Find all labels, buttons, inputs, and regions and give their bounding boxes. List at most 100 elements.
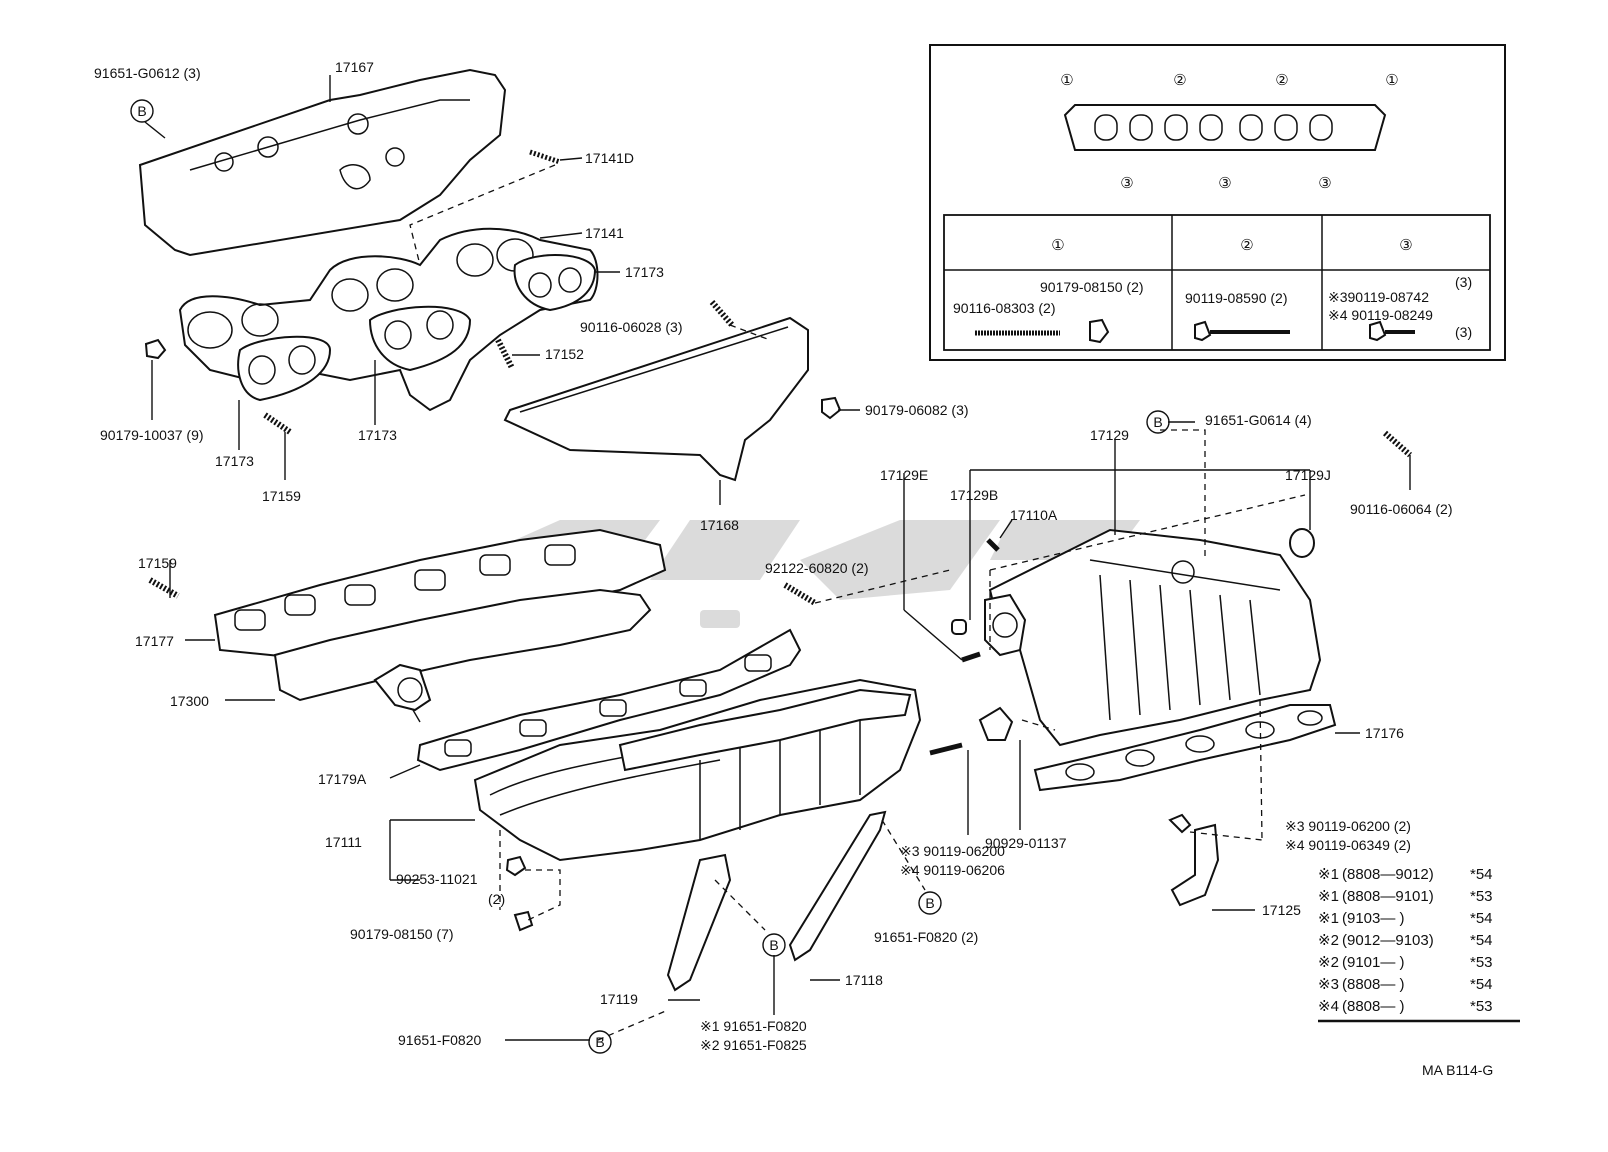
- circle-b-3: B: [925, 895, 934, 911]
- app-row-6-note: ※3: [1318, 976, 1339, 993]
- label-17173-c: 17173: [215, 453, 254, 469]
- app-row-7-code: *53: [1470, 998, 1493, 1015]
- app-row-5-range: (9101— ): [1342, 954, 1405, 971]
- label-n4-90119-06206: ※4 90119-06206: [900, 862, 1005, 878]
- inset-header-1: ①: [1051, 237, 1064, 254]
- circle-b-2: B: [1153, 414, 1162, 430]
- inset-marker-top-1: ①: [1060, 72, 1073, 89]
- label-90929-01137: 90929-01137: [985, 835, 1067, 851]
- dashed-lines: [409, 164, 1306, 1041]
- nut-90253-11021: [505, 855, 527, 877]
- label-90116-06064: 90116-06064 (2): [1350, 501, 1452, 517]
- nut-90179-06082: [821, 396, 842, 420]
- label-17167: 17167: [335, 59, 374, 75]
- app-row-7-note: ※4: [1318, 998, 1339, 1015]
- label-17177: 17177: [135, 633, 174, 649]
- inset-col2-a: 90119-08590 (2): [1185, 290, 1287, 306]
- inset-col1-b: 90116-08303 (2): [953, 300, 1055, 316]
- label-91651-F0820-2: 91651-F0820 (2): [874, 929, 978, 945]
- label-n1-91651-F0820: ※1 91651-F0820: [700, 1018, 807, 1034]
- circle-b-1: B: [137, 103, 146, 119]
- inset-col3-qty-top: (3): [1455, 274, 1472, 290]
- label-90116-06028: 90116-06028 (3): [580, 319, 682, 335]
- diagram-code: MA B114-G: [1422, 1062, 1493, 1078]
- label-n3-90119-06200-2: ※3 90119-06200 (2): [1285, 818, 1411, 834]
- inset-marker-bottom-2: ③: [1218, 175, 1231, 192]
- label-n3-90119-06200: ※3 90119-06200: [900, 843, 1005, 859]
- intake-lower-17300: [273, 588, 652, 723]
- bolt-17129E: [961, 651, 981, 663]
- nut-90179-08150: [513, 910, 534, 932]
- bracket-17125: [1170, 823, 1220, 907]
- app-row-5-note: ※2: [1318, 954, 1339, 971]
- inset-col3-b: ※4 90119-08249: [1328, 307, 1433, 323]
- bolt-90119-06200-bracket: [1168, 813, 1192, 834]
- inset-marker-top-2: ②: [1173, 72, 1186, 89]
- circle-b-4: B: [769, 937, 778, 953]
- label-90179-06082: 90179-06082 (3): [865, 402, 969, 418]
- label-17159-b: 17159: [138, 555, 177, 571]
- app-row-4-code: *54: [1470, 932, 1493, 949]
- app-row-2-note: ※1: [1318, 888, 1339, 905]
- app-row-3-note: ※1: [1318, 910, 1339, 927]
- inset-marker-top-4: ①: [1385, 72, 1398, 89]
- app-row-1-range: (8808—9012): [1342, 866, 1434, 883]
- stud-17159-upper: [263, 412, 292, 435]
- inset-col1-a: 90179-08150 (2): [1040, 279, 1144, 295]
- label-n4-90119-06349-2: ※4 90119-06349 (2): [1285, 837, 1411, 853]
- app-row-6-range: (8808— ): [1342, 976, 1405, 993]
- circle-b-markers: [130, 99, 1170, 1054]
- label-90253-11021: 90253-11021: [396, 871, 478, 887]
- label-17152: 17152: [545, 346, 584, 362]
- gasket-17179A: [416, 628, 802, 772]
- app-row-2-range: (8808—9101): [1342, 888, 1434, 905]
- app-row-2-code: *53: [1470, 888, 1493, 905]
- intake-manifold-17111: [473, 678, 922, 862]
- app-row-6-code: *54: [1470, 976, 1493, 993]
- nut-90179-10037: [144, 338, 167, 360]
- label-qty-2: (2): [488, 891, 505, 907]
- sensor-90929-01137: [978, 706, 1014, 741]
- inset-box: [929, 44, 1506, 361]
- label-n2-91651-F0825: ※2 91651-F0825: [700, 1037, 807, 1053]
- stud-17159-lower: [148, 577, 180, 599]
- label-17125: 17125: [1262, 902, 1301, 918]
- intake-chamber-17129: [984, 528, 1322, 747]
- app-row-4-range: (9012—9103): [1342, 932, 1434, 949]
- leader-lines: [144, 75, 1411, 1041]
- app-row-3-code: *54: [1470, 910, 1493, 927]
- app-row-5-code: *53: [1470, 954, 1493, 971]
- stud-90116-06064: [1383, 430, 1412, 458]
- circle-b-5: B: [595, 1034, 604, 1050]
- gasket-17168: [503, 316, 809, 482]
- bolt-90119-06200: [929, 742, 963, 756]
- app-row-7-range: (8808— ): [1342, 998, 1405, 1015]
- inset-marker-bottom-1: ③: [1120, 175, 1133, 192]
- heat-insulator-17167: [138, 68, 507, 257]
- stud-17141D: [529, 149, 561, 165]
- bracket-17119: [666, 853, 732, 992]
- label-17129: 17129: [1090, 427, 1129, 443]
- label-17129B: 17129B: [950, 487, 998, 503]
- app-row-1-code: *54: [1470, 866, 1493, 883]
- app-row-4-note: ※2: [1318, 932, 1339, 949]
- label-17119: 17119: [600, 991, 638, 1007]
- cap-17129B: [951, 619, 967, 635]
- label-17173-b: 17173: [358, 427, 397, 443]
- label-91651-G0614: 91651-G0614 (4): [1205, 412, 1312, 428]
- label-17110A: 17110A: [1010, 507, 1058, 523]
- stud-17152: [495, 338, 515, 370]
- label-17141D: 17141D: [585, 150, 634, 166]
- stud-90116-06028: [709, 300, 735, 327]
- label-17118: 17118: [845, 972, 883, 988]
- label-17111: 17111: [325, 834, 362, 850]
- label-91651-F0820: 91651-F0820: [398, 1032, 482, 1048]
- label-17173-a: 17173: [625, 264, 664, 280]
- label-17168: 17168: [700, 517, 739, 533]
- label-90179-08150-7: 90179-08150 (7): [350, 926, 454, 942]
- app-row-1-note: ※1: [1318, 866, 1339, 883]
- label-91651-G0612: 91651-G0612 (3): [94, 65, 201, 81]
- label-92122-60820: 92122-60820 (2): [765, 560, 869, 576]
- inset-col3-qty-bottom: (3): [1455, 324, 1472, 340]
